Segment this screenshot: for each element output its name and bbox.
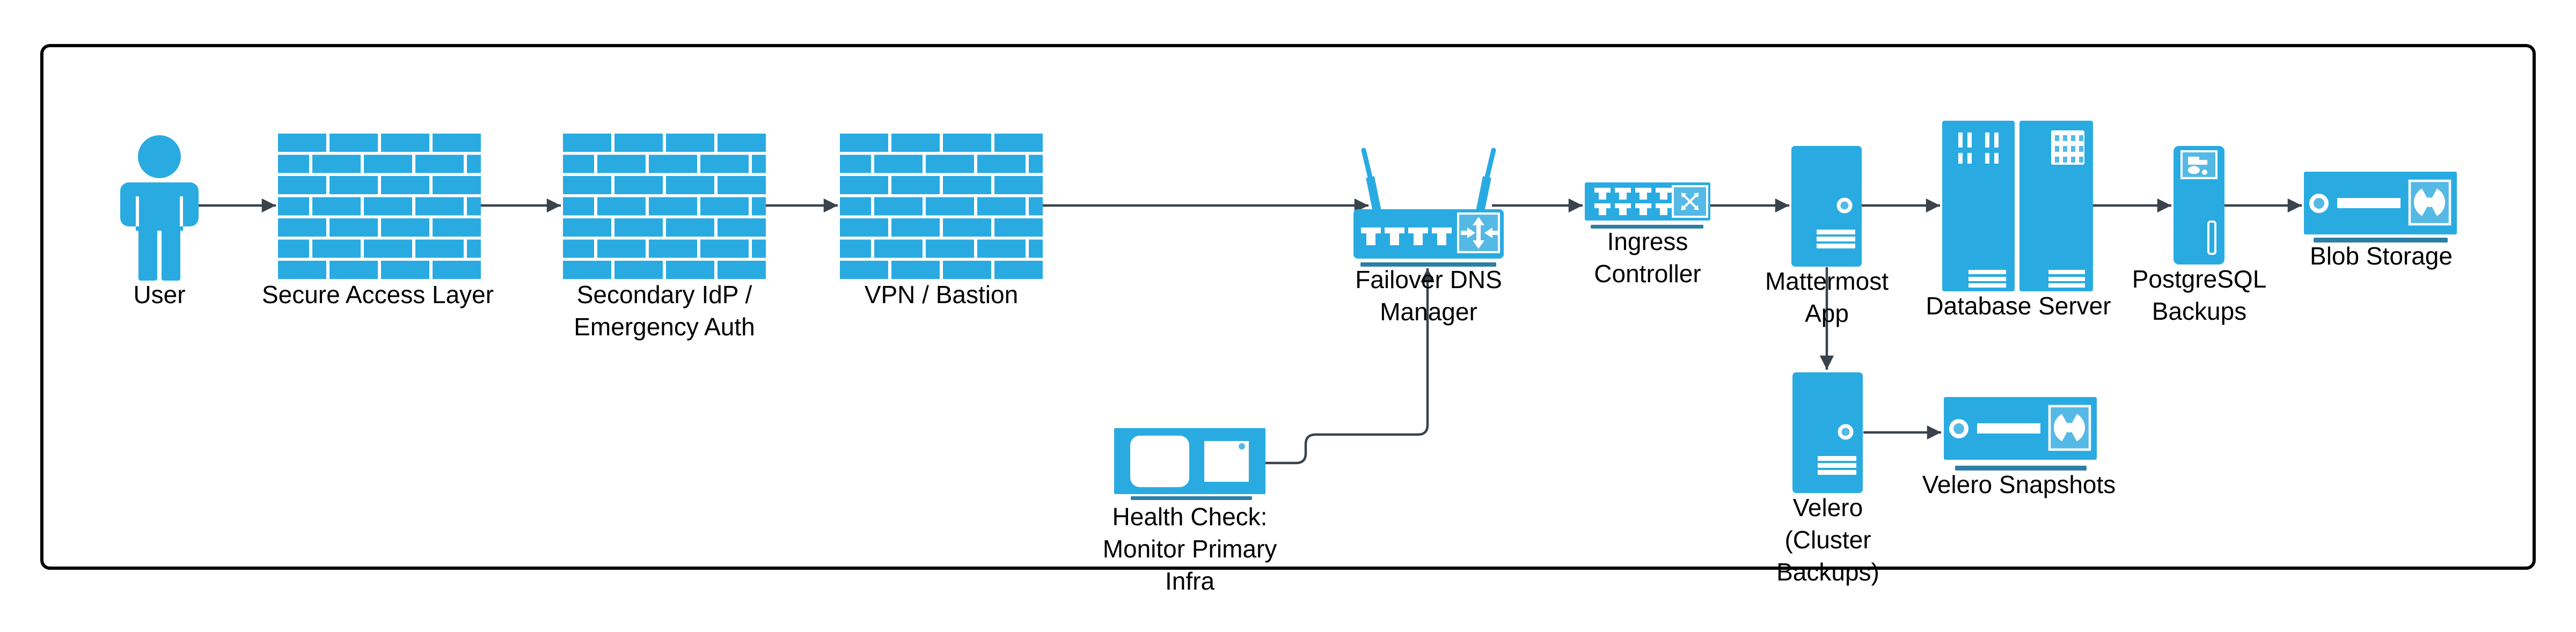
label-line: Velero [1792,494,1863,521]
user-icon [120,135,199,281]
server-rack-icon-database [1942,121,2093,291]
label-velero: Velero (Cluster Backups) [1776,491,1879,588]
blob-storage-underline [2314,238,2448,242]
label-database-server: Database Server [1926,290,2111,322]
switch-underline [1591,225,1703,229]
label-velero-snapshots: Velero Snapshots [1922,468,2116,501]
firewall-icon-vpn-bastion [840,134,1043,280]
label-vpn-bastion: VPN / Bastion [865,278,1018,311]
label-line: Blob Storage [2310,242,2453,270]
label-mattermost-app: Mattermost App [1765,265,1889,329]
label-line: VPN / Bastion [864,281,1019,308]
label-line: Health Check: [1112,503,1268,531]
label-health-check: Health Check: Monitor Primary Infra [1103,501,1277,597]
wireless-router-icon [1353,146,1504,259]
label-line: Manager [1380,298,1477,326]
router-underline [1360,262,1496,267]
label-line: Emergency Auth [574,313,755,341]
switch-icon [1585,182,1710,221]
storage-icon-velero-snapshots [1944,397,2097,460]
label-user: User [133,278,185,311]
label-line: Failover DNS [1355,266,1502,293]
monitor-icon-health-check [1114,428,1265,494]
label-line: PostgreSQL [2132,265,2267,293]
label-line: Backups [2151,297,2247,325]
label-failover-dns-manager: Failover DNS Manager [1355,263,1502,328]
label-line: Secondary IdP / [576,281,752,308]
storage-icon-blob [2304,172,2457,234]
firewall-icon-secure-access-layer [278,134,481,280]
label-line: (Cluster [1784,526,1871,554]
health-check-underline [1131,496,1252,500]
server-tower-icon-mattermost [1791,146,1862,267]
label-line: Ingress [1607,227,1688,255]
label-line: Secure Access Layer [261,281,494,308]
label-line: Infra [1165,567,1215,595]
server-tower-icon-velero [1792,372,1863,493]
backup-tower-icon-postgresql [2174,146,2224,264]
firewall-icon-secondary-idp [563,134,766,280]
label-line: Backups) [1776,558,1879,586]
label-secure-access-layer: Secure Access Layer [262,278,494,311]
label-line: User [133,281,186,308]
label-blob-storage: Blob Storage [2310,240,2453,272]
label-line: Velero Snapshots [1922,471,2116,498]
label-line: Monitor Primary [1102,535,1277,563]
label-postgresql-backups: PostgreSQL Backups [2132,263,2267,327]
label-line: Database Server [1926,292,2111,320]
diagram-border [40,44,2536,570]
label-ingress-controller: Ingress Controller [1594,225,1701,290]
label-secondary-idp: Secondary IdP / Emergency Auth [574,278,755,343]
label-line: Mattermost [1765,267,1889,295]
label-line: App [1805,299,1849,327]
label-line: Controller [1594,260,1701,288]
edge-health-check-to-failover-dns [1265,268,1435,465]
velero-snapshots-underline [1955,466,2087,471]
